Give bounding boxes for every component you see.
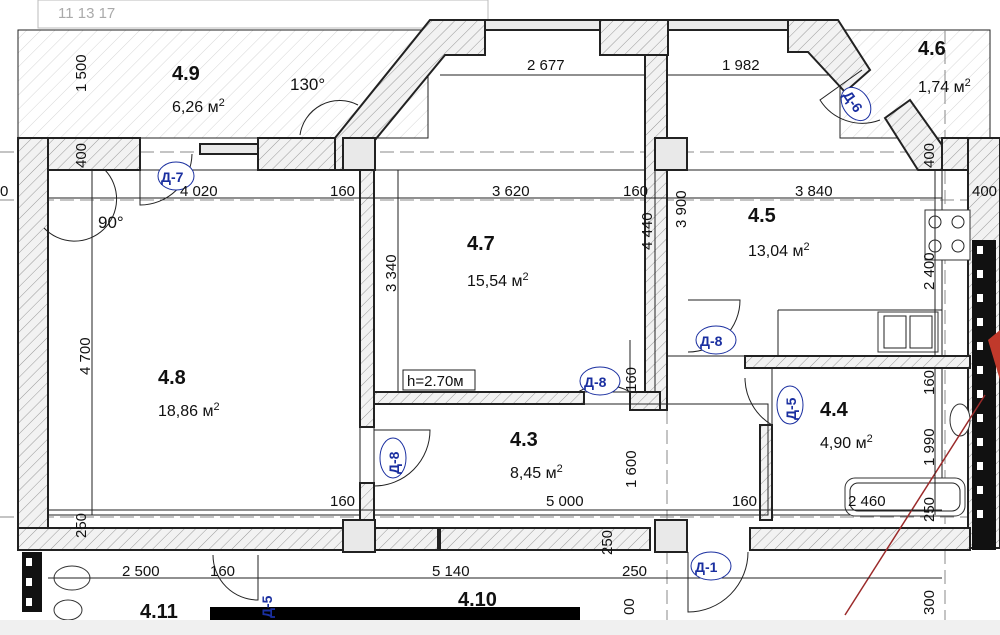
dim-160-c: 160 xyxy=(623,367,640,392)
dim-160-d: 160 xyxy=(921,370,938,395)
svg-text:Д-7: Д-7 xyxy=(161,169,184,185)
room-4-8-area-value: 18,86 м xyxy=(158,403,213,420)
door-label-d8-center: Д-8 xyxy=(579,366,621,396)
header-fragment: 11 13 17 xyxy=(58,5,115,22)
angle-label-90: 90° xyxy=(98,213,124,232)
dim-250-c: 250 xyxy=(921,497,938,522)
door-label-d8-left: Д-8 xyxy=(379,437,407,479)
dim-2677: 2 677 xyxy=(527,57,565,74)
dim-160-a: 160 xyxy=(330,183,355,200)
dim-2460: 2 460 xyxy=(848,493,886,510)
dim-160-g: 160 xyxy=(210,563,235,580)
room-4-8-number: 4.8 xyxy=(158,367,186,389)
room-4-3-area-value: 8,45 м xyxy=(510,465,557,482)
angle-label-130: 130° xyxy=(290,75,325,94)
door-label-d5-bottom: Д-5 xyxy=(259,595,275,618)
dim-160-e: 160 xyxy=(330,493,355,510)
header-box xyxy=(37,0,489,29)
dim-5140: 5 140 xyxy=(432,563,470,580)
dim-2400: 2 400 xyxy=(921,252,938,290)
area-superscript: 2 xyxy=(522,271,528,283)
dim-250-e: 250 xyxy=(622,563,647,580)
door-label-d7: Д-7 xyxy=(157,161,195,191)
dim-3840: 3 840 xyxy=(795,183,833,200)
room-4-9-area-value: 6,26 м xyxy=(172,99,219,116)
vent-column xyxy=(972,240,996,550)
door-label-d6: Д-6 xyxy=(840,86,872,122)
dim-0-edge: 0 xyxy=(0,183,8,200)
dim-4440: 4 440 xyxy=(639,212,656,250)
room-4-8-area: 18,86 м2 xyxy=(158,401,220,420)
dim-1990: 1 990 xyxy=(921,428,938,466)
dim-250-b: 250 xyxy=(599,530,616,555)
dim-2500: 2 500 xyxy=(122,563,160,580)
room-4-4-number: 4.4 xyxy=(820,399,849,421)
dim-3340: 3 340 xyxy=(383,254,400,292)
area-superscript: 2 xyxy=(219,97,225,109)
room-4-4-area: 4,90 м2 xyxy=(820,433,873,452)
svg-text:Д-8: Д-8 xyxy=(700,333,723,349)
height-label-box xyxy=(402,369,476,391)
area-superscript: 2 xyxy=(557,463,563,475)
room-4-5-area-value: 13,04 м xyxy=(748,243,803,260)
room-4-6-number: 4.6 xyxy=(918,38,946,60)
room-4-7-number: 4.7 xyxy=(467,233,495,255)
dim-400-left: 400 xyxy=(73,143,90,168)
dim-3900: 3 900 xyxy=(673,190,690,228)
height-label: h=2.70м xyxy=(407,373,464,390)
svg-text:Д-5: Д-5 xyxy=(259,595,275,618)
room-4-9-area: 6,26 м2 xyxy=(172,97,225,116)
dim-160-f: 160 xyxy=(732,493,757,510)
room-4-5-area: 13,04 м2 xyxy=(748,241,810,260)
room-4-3-number: 4.3 xyxy=(510,429,538,451)
dim-3620: 3 620 xyxy=(492,183,530,200)
room-4-4-area-value: 4,90 м xyxy=(820,435,867,452)
door-label-d8-right: Д-8 xyxy=(695,325,737,355)
svg-text:Д-8: Д-8 xyxy=(386,451,402,474)
room-4-10-number: 4.10 xyxy=(458,589,497,611)
svg-text:Д-1: Д-1 xyxy=(695,559,718,575)
dim-5000: 5 000 xyxy=(546,493,584,510)
door-label-d5: Д-5 xyxy=(776,385,804,425)
dim-1500: 1 500 xyxy=(73,54,90,92)
svg-text:Д-8: Д-8 xyxy=(584,374,607,390)
room-4-3-area: 8,45 м2 xyxy=(510,463,563,482)
room-4-7-area-value: 15,54 м xyxy=(467,273,522,290)
dim-1600: 1 600 xyxy=(623,450,640,488)
dim-250-a: 250 xyxy=(73,513,90,538)
room-4-9-number: 4.9 xyxy=(172,63,200,85)
room-4-5-number: 4.5 xyxy=(748,205,776,227)
dim-4700: 4 700 xyxy=(77,337,94,375)
dim-400-edge: 400 xyxy=(972,183,997,200)
dim-160-b: 160 xyxy=(623,183,648,200)
area-superscript: 2 xyxy=(803,241,809,253)
area-superscript: 2 xyxy=(965,77,971,89)
area-superscript: 2 xyxy=(867,433,873,445)
svg-text:Д-5: Д-5 xyxy=(783,397,799,420)
dim-1982: 1 982 xyxy=(722,57,760,74)
dim-4020: 4 020 xyxy=(180,183,218,200)
dim-00-bottom: 00 xyxy=(621,598,638,615)
room-4-11-number: 4.11 xyxy=(140,601,178,623)
door-label-d1: Д-1 xyxy=(690,551,732,581)
room-4-6-area: 1,74 м2 xyxy=(918,77,971,96)
room-4-7-area: 15,54 м2 xyxy=(467,271,529,290)
room-4-6-area-value: 1,74 м xyxy=(918,79,965,96)
dim-300-bottom: 300 xyxy=(921,590,938,615)
dim-400-right: 400 xyxy=(921,143,938,168)
area-superscript: 2 xyxy=(213,401,219,413)
